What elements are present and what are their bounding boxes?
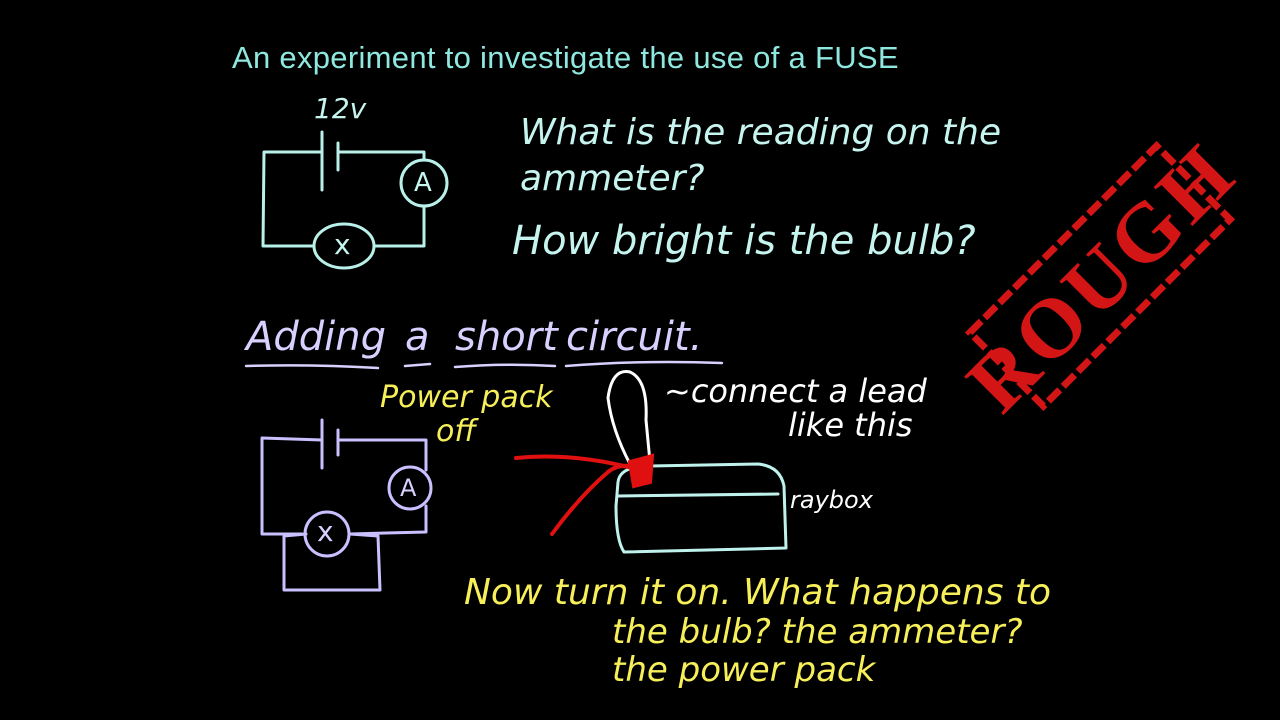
lead-note-line-1: ~connect a lead bbox=[664, 372, 927, 410]
bottom-note-line-1: Now turn it on. What happens to bbox=[464, 572, 1052, 613]
circuit-diagram-1 bbox=[261, 130, 449, 270]
power-pack-note-line-2: off bbox=[436, 414, 477, 449]
bulb-symbol-circle bbox=[312, 222, 376, 270]
heading-word-short: short bbox=[455, 314, 558, 360]
heading-word-circuit: circuit. bbox=[566, 314, 703, 360]
question-line-1: What is the reading on the bbox=[520, 112, 1002, 153]
bottom-note-line-2: the bulb? the ammeter? bbox=[612, 612, 1023, 652]
ammeter-label: A bbox=[414, 168, 432, 198]
white-lead-loop bbox=[606, 370, 652, 472]
rough-stamp: ROUGH bbox=[950, 126, 1254, 430]
power-pack-note-line-1: Power pack bbox=[380, 380, 553, 415]
bottom-note-line-3: the power pack bbox=[612, 650, 876, 690]
red-leads bbox=[514, 453, 655, 536]
circuit-2-wire bbox=[260, 436, 428, 536]
ammeter-symbol-circle bbox=[399, 158, 449, 208]
circuit-1-wire bbox=[261, 150, 426, 248]
page-title: An experiment to investigate the use of … bbox=[232, 40, 899, 75]
heading-underlines bbox=[244, 360, 724, 370]
raybox-label: raybox bbox=[790, 486, 873, 514]
ammeter-2-symbol-circle bbox=[387, 465, 433, 511]
bulb-2-symbol-circle bbox=[303, 510, 351, 558]
question-line-2: ammeter? bbox=[520, 158, 705, 199]
circuit-diagram-2 bbox=[260, 418, 433, 592]
bulb-2-label: x bbox=[317, 515, 334, 548]
question-line-3: How bright is the bulb? bbox=[512, 218, 976, 264]
heading-word-a: a bbox=[405, 314, 430, 360]
lead-note-line-2: like this bbox=[788, 406, 913, 444]
stamp-text: ROUGH bbox=[950, 126, 1254, 430]
heading-word-adding: Adding bbox=[246, 314, 386, 360]
bulb-label: x bbox=[334, 228, 351, 261]
voltage-label: 12v bbox=[314, 92, 367, 125]
short-circuit-wire bbox=[282, 532, 382, 592]
ammeter-2-label: A bbox=[400, 474, 417, 502]
